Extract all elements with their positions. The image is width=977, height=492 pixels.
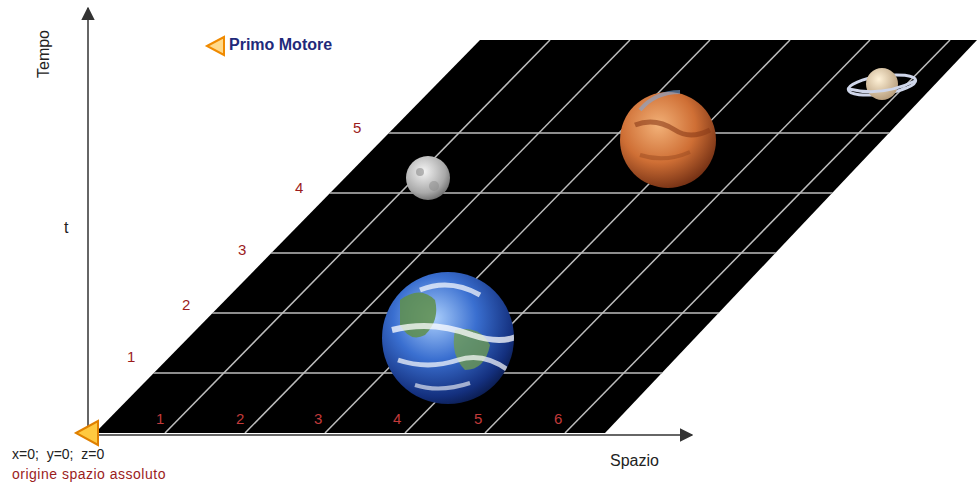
space-grid-line: [165, 40, 550, 433]
space-tick-number: 1: [156, 411, 164, 426]
prime-mover-label: Primo Motore: [229, 37, 332, 53]
space-grid-line: [965, 40, 977, 433]
moon: [406, 156, 450, 200]
space-axis: [84, 434, 692, 436]
time-tick-number: 3: [238, 242, 246, 257]
time-grid-line: [90, 192, 977, 194]
axis-title: Tempo: [36, 30, 52, 78]
mars: [620, 92, 716, 188]
space-grid-line: [245, 40, 630, 433]
prime-mover-icon: [207, 37, 224, 55]
space-grid-line: [645, 40, 977, 433]
time-grid-line: [90, 132, 977, 134]
time-tick-number: 4: [295, 180, 303, 195]
space-grid-line: [325, 40, 710, 433]
axis-symbol: t: [64, 220, 68, 236]
space-plane: [95, 40, 977, 433]
origin-coordinates: x=0; y=0; z=0: [12, 447, 104, 461]
space-grid-line: [485, 40, 870, 433]
origin-caption: origine spazio assoluto: [12, 467, 166, 481]
space-tick-number: 6: [554, 411, 562, 426]
time-tick-number: 2: [182, 297, 190, 312]
axis-title: Spazio: [610, 453, 659, 469]
time-axis: [87, 8, 89, 440]
earth: [382, 272, 520, 404]
space-grid-line: [565, 40, 950, 433]
space-tick-number: 2: [236, 411, 244, 426]
space-grid-line: [885, 40, 977, 433]
space-tick-number: 4: [393, 411, 401, 426]
time-tick-number: 5: [353, 120, 361, 135]
time-grid-line: [90, 252, 977, 254]
origin-marker: [76, 421, 98, 445]
time-grid-line: [90, 312, 977, 314]
space-grid-line: [805, 40, 977, 433]
time-tick-number: 1: [127, 349, 135, 364]
space-grid: [90, 40, 977, 433]
space-grid-line: [725, 40, 977, 433]
space-tick-number: 3: [314, 411, 322, 426]
saturn: [847, 68, 917, 100]
space-tick-number: 5: [474, 411, 482, 426]
